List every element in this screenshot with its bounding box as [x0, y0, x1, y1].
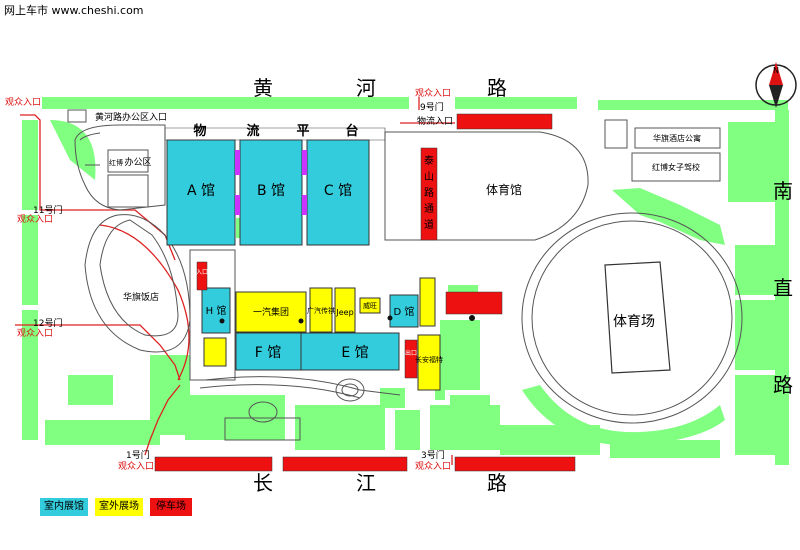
logistics-1: 物: [193, 123, 206, 139]
hall-d[interactable]: [389, 294, 419, 328]
parking-south-3[interactable]: [454, 456, 576, 472]
legend-outdoor: 室外展场: [95, 498, 143, 516]
road-east-1: 南: [773, 179, 793, 203]
visitor-entrance-n: 观众入口: [415, 88, 451, 99]
small-outdoor-zone[interactable]: [203, 337, 227, 367]
hall-h[interactable]: [201, 287, 231, 334]
stadium-label: 体育场: [613, 314, 655, 330]
huaqi-apartment-label: 华旗酒店公寓: [653, 133, 701, 143]
visitor-entrance-s1: 观众入口: [118, 461, 154, 472]
indoor-halls: [166, 139, 419, 371]
hall-f-e[interactable]: [235, 332, 400, 371]
gate-11-label: 11号门: [33, 204, 62, 216]
legend-parking: 停车场: [150, 498, 192, 516]
road-east-3: 路: [773, 373, 793, 397]
hall-c-label: C 馆: [324, 183, 352, 199]
compass: [755, 62, 797, 108]
compass-n: N: [773, 66, 779, 75]
changan-zone[interactable]: [417, 334, 441, 391]
road-south-2: 江: [356, 471, 376, 495]
h-entrance-label: 入口: [196, 269, 208, 276]
hall-d-label: D 馆: [394, 305, 415, 318]
hall-e-label: E 馆: [341, 345, 368, 361]
faw-zone[interactable]: [235, 291, 307, 333]
stadium-field: [604, 261, 671, 374]
gate-3-label: 3号门: [421, 449, 445, 461]
road-south-3: 路: [487, 471, 507, 495]
taishan-2: 山: [424, 171, 434, 183]
huanghe-office-entrance-label: 黄河路办公区入口: [95, 111, 167, 123]
hall-b-label: B 馆: [257, 183, 285, 199]
logistics-platform: [164, 127, 386, 141]
gac-label: 广汽传祺: [307, 306, 335, 315]
hongbo-school-label: 红博女子驾校: [652, 162, 700, 172]
hall-a-label: A 馆: [187, 183, 215, 199]
visitor-entrance-w2: 观众入口: [17, 328, 53, 339]
logistics-3: 平: [296, 124, 309, 139]
markers: [219, 315, 475, 324]
gate-9-label: 9号门: [420, 101, 444, 113]
road-north-3: 路: [487, 76, 507, 100]
red-road-lines: [15, 97, 455, 465]
exit-mark: [404, 339, 418, 379]
taishan-5: 道: [424, 218, 434, 231]
hall-h-label: H 馆: [206, 304, 227, 317]
parking-south-1[interactable]: [154, 456, 273, 472]
road-north-1: 黄: [253, 76, 273, 100]
hall-c[interactable]: [306, 139, 370, 246]
huaqi-hotel-label: 华旗饭店: [123, 291, 159, 303]
exit-label: 出口: [405, 349, 417, 357]
site-watermark: 网上车市 www.cheshi.com: [4, 4, 144, 17]
h-entrance-mark: [196, 261, 208, 291]
logistics-4: 台: [345, 123, 358, 139]
road-south-1: 长: [253, 471, 273, 495]
green-areas: [22, 97, 789, 465]
logistics-2: 流: [246, 123, 259, 139]
changan-label: 长安福特: [415, 355, 443, 364]
parking-south-2[interactable]: [282, 456, 408, 472]
hall-b[interactable]: [239, 139, 303, 246]
taishan-channel: [420, 147, 438, 241]
parking-north[interactable]: [456, 113, 553, 130]
parking-east[interactable]: [445, 291, 503, 315]
gymnasium-label: 体育馆: [486, 182, 522, 197]
jeep-zone[interactable]: [334, 287, 356, 333]
road-east-2: 直: [773, 276, 793, 300]
hall-connector-strips: [235, 150, 307, 215]
taishan-4: 通: [424, 203, 434, 215]
visitor-entrance-nw: 观众入口: [5, 97, 41, 108]
taishan-3: 路: [424, 186, 434, 199]
legend-indoor: 室内展馆: [40, 498, 88, 516]
extra-label: 威旺: [363, 301, 377, 310]
east-outdoor-zone[interactable]: [419, 277, 436, 327]
hall-f-label: F 馆: [255, 345, 282, 361]
taishan-1: 泰: [424, 154, 434, 167]
office-area-label: 办公区: [124, 156, 151, 168]
gate-12-label: 12号门: [33, 317, 62, 329]
hongbo-label: 红博: [109, 158, 123, 167]
jeep-label: Jeep: [335, 308, 353, 317]
logistics-entrance-label: 物流入口: [417, 115, 453, 127]
visitor-entrance-w1: 观众入口: [17, 214, 53, 225]
extra-zone[interactable]: [359, 297, 381, 314]
gate-1-label: 1号门: [126, 449, 150, 461]
road-north-2: 河: [356, 76, 376, 100]
parking-areas: [154, 113, 576, 472]
visitor-entrance-s2: 观众入口: [415, 461, 451, 472]
gac-zone[interactable]: [309, 287, 333, 333]
building-outlines: [67, 109, 743, 441]
faw-label: 一汽集团: [253, 306, 289, 318]
outdoor-areas: [203, 277, 441, 391]
